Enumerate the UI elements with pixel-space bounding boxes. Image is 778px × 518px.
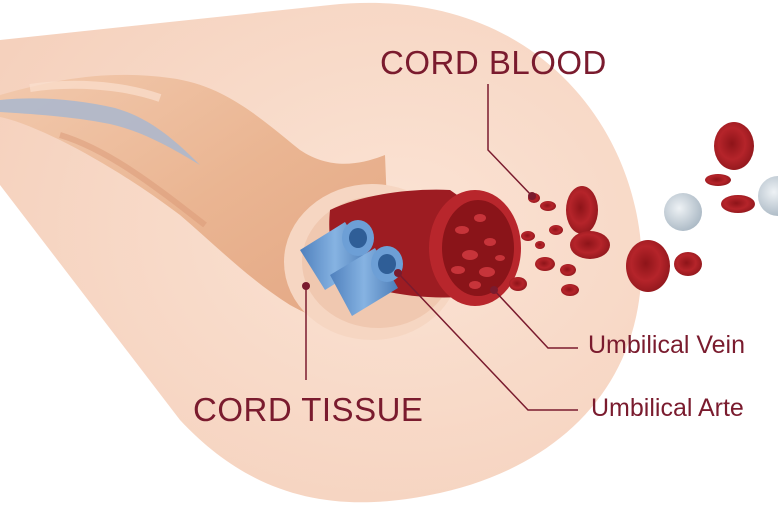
umbilical-vein-label: Umbilical Vein xyxy=(588,331,746,359)
umbilical-vein xyxy=(329,189,521,306)
leader-dots xyxy=(302,192,536,294)
cord-blood-label: CORD BLOOD xyxy=(380,44,607,81)
leader-umbilical-vein xyxy=(493,289,578,349)
umbilical-artery-label: Umbilical Arte xyxy=(591,394,744,422)
leader-umbilical-artery xyxy=(397,272,578,411)
red-blood-cells xyxy=(509,122,755,296)
white-blood-cells xyxy=(664,176,778,231)
leader-lines xyxy=(305,84,578,411)
leader-cord-blood xyxy=(487,84,533,197)
cord-tissue-label: CORD TISSUE xyxy=(193,391,424,428)
umbilical-arteries xyxy=(300,220,403,316)
